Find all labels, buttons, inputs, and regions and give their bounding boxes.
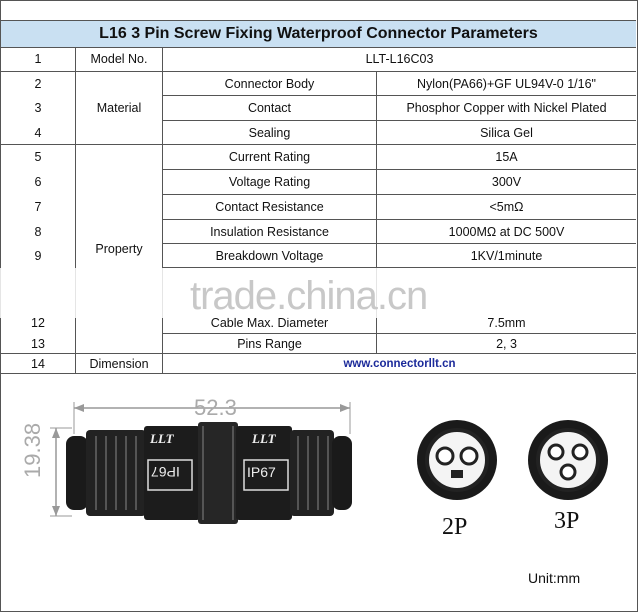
param-value: 300V <box>491 175 522 189</box>
model-value: LLT-L16C03 <box>365 52 434 66</box>
param-name: Voltage Rating <box>228 175 311 189</box>
row-number: 9 <box>34 248 42 263</box>
param-name: Breakdown Voltage <box>215 248 324 263</box>
param-value: 1KV/1minute <box>470 248 543 263</box>
param-name: Sealing <box>248 125 291 140</box>
row-divider <box>162 169 636 170</box>
param-name: Contact Resistance <box>215 200 324 214</box>
table-title: L16 3 Pin Screw Fixing Waterproof Connec… <box>1 20 636 48</box>
ip-rating-left: IP67 <box>151 464 180 480</box>
param-value: Phosphor Copper with Nickel Plated <box>406 101 607 115</box>
row-divider <box>162 333 636 334</box>
param-value: 7.5mm <box>487 316 526 330</box>
length-dimension: 52.3 <box>194 395 237 420</box>
2p-label: 2P <box>442 514 468 540</box>
row-divider <box>1 353 636 354</box>
col-divider <box>162 47 163 373</box>
row-divider <box>162 194 636 195</box>
row-number: 8 <box>34 224 42 239</box>
material-label: Material <box>96 101 142 115</box>
param-name: Cable Max. Diameter <box>210 316 329 330</box>
param-value: <5mΩ <box>489 200 524 214</box>
unit-label: Unit:mm <box>528 570 581 586</box>
model-label: Model No. <box>90 52 148 66</box>
connector-side-view <box>66 422 352 524</box>
row-divider <box>162 267 636 268</box>
watermark-band <box>0 268 636 318</box>
property-label: Property <box>95 242 143 256</box>
row-divider <box>1 144 636 145</box>
row-divider <box>162 95 636 96</box>
row-number: 13 <box>31 336 45 351</box>
param-name: Pins Range <box>237 336 302 351</box>
3-pin-face-view <box>528 420 608 500</box>
col-divider <box>75 47 76 373</box>
row-divider <box>162 219 636 220</box>
dimension-drawing <box>50 402 608 524</box>
row-divider <box>1 373 636 374</box>
website-link[interactable]: www.connectorllt.cn <box>343 357 456 370</box>
row-number: 4 <box>34 125 42 140</box>
param-name: Insulation Resistance <box>210 224 329 239</box>
param-value: 15A <box>495 150 518 164</box>
row-divider <box>1 71 636 72</box>
param-name: Current Rating <box>228 150 311 164</box>
row-number: 6 <box>34 175 42 189</box>
param-value: 2, 3 <box>496 336 517 351</box>
row-divider <box>162 120 636 121</box>
param-name: Connector Body <box>224 76 315 91</box>
height-dimension: 19.38 <box>20 422 45 478</box>
row-number: 1 <box>34 52 42 66</box>
2-pin-face-view <box>417 420 497 500</box>
param-value: Nylon(PA66)+GF UL94V-0 1/16" <box>417 76 596 91</box>
row-number: 14 <box>31 356 45 371</box>
brand-mark-right: LLT <box>252 431 276 446</box>
param-value: Silica Gel <box>480 125 533 140</box>
3p-label: 3P <box>554 508 580 534</box>
col-divider <box>376 72 377 353</box>
row-number: 7 <box>34 200 42 214</box>
param-value: 1000MΩ at DC 500V <box>448 224 565 239</box>
row-divider <box>162 243 636 244</box>
param-name: Contact <box>247 101 292 115</box>
ip-rating-right: IP67 <box>247 464 276 480</box>
row-number: 12 <box>31 316 45 330</box>
watermark: trade.china.cn <box>190 274 428 318</box>
dimension-label: Dimension <box>89 356 149 371</box>
brand-mark-left: LLT <box>150 431 174 446</box>
row-number: 2 <box>34 76 42 91</box>
row-number: 5 <box>34 150 42 164</box>
row-number: 3 <box>34 101 42 115</box>
